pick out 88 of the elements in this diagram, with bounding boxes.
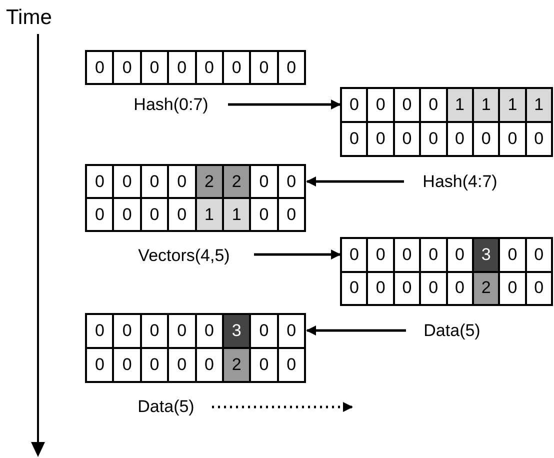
array-cell: 0 xyxy=(394,88,420,122)
array-cell: 0 xyxy=(367,272,394,305)
array-cell: 2 xyxy=(222,348,250,382)
array-cell: 0 xyxy=(196,314,223,348)
array-cell: 3 xyxy=(222,314,250,348)
array-cell: 0 xyxy=(250,51,278,84)
array-cell: 0 xyxy=(278,198,305,231)
array-cell: 0 xyxy=(341,272,368,305)
array-cell: 0 xyxy=(446,122,473,156)
array-cell: 0 xyxy=(196,348,223,382)
array-cell: 0 xyxy=(113,198,141,231)
array-cell: 0 xyxy=(499,122,526,156)
array-cell: 2 xyxy=(222,165,250,198)
array-cell: 0 xyxy=(140,165,168,198)
array-cell: 0 xyxy=(394,122,420,156)
array-cell: 0 xyxy=(420,88,446,122)
array-cell: 0 xyxy=(341,238,368,272)
array-cell: 0 xyxy=(113,314,141,348)
array-cell: 0 xyxy=(196,51,223,84)
array-cell: 0 xyxy=(472,122,500,156)
arrow xyxy=(228,100,341,110)
array-cell: 0 xyxy=(420,122,446,156)
array-cell: 0 xyxy=(341,88,368,122)
array-cell: 0 xyxy=(168,165,196,198)
array-cell: 0 xyxy=(86,165,114,198)
memory-array xyxy=(340,87,553,157)
array-cell: 0 xyxy=(140,51,168,84)
array-cell: 1 xyxy=(196,198,223,231)
array-cell: 0 xyxy=(140,348,168,382)
array-cell: 0 xyxy=(278,348,305,382)
array-cell: 0 xyxy=(250,198,278,231)
operation-label: Data(5) xyxy=(408,316,496,346)
array-cell: 0 xyxy=(446,272,473,305)
array-cell: 0 xyxy=(113,348,141,382)
array-cell: 0 xyxy=(446,238,473,272)
array-cell: 0 xyxy=(168,348,196,382)
operation-label: Data(5) xyxy=(124,392,208,422)
array-cell: 0 xyxy=(250,314,278,348)
array-cell: 0 xyxy=(222,51,250,84)
memory-array xyxy=(85,313,306,383)
axis-label: Time xyxy=(6,5,52,31)
array-cell: 0 xyxy=(367,122,394,156)
array-cell: 0 xyxy=(526,122,552,156)
array-cell: 0 xyxy=(86,198,114,231)
array-cell: 0 xyxy=(140,314,168,348)
array-cell: 0 xyxy=(278,51,305,84)
arrow xyxy=(306,326,406,336)
arrow xyxy=(306,176,404,186)
array-cell: 0 xyxy=(140,198,168,231)
arrow xyxy=(212,402,353,412)
array-cell: 1 xyxy=(222,198,250,231)
array-cell: 0 xyxy=(278,314,305,348)
memory-array xyxy=(85,164,306,232)
operation-label: Vectors(4,5) xyxy=(118,241,250,271)
array-cell: 0 xyxy=(394,272,420,305)
array-cell: 0 xyxy=(526,272,552,305)
array-cell: 1 xyxy=(446,88,473,122)
array-cell: 0 xyxy=(367,238,394,272)
array-cell: 0 xyxy=(168,314,196,348)
array-cell: 0 xyxy=(499,238,526,272)
array-cell: 1 xyxy=(526,88,552,122)
array-cell: 1 xyxy=(499,88,526,122)
array-cell: 0 xyxy=(86,51,114,84)
array-cell: 3 xyxy=(472,238,500,272)
array-cell: 0 xyxy=(278,165,305,198)
array-cell: 0 xyxy=(367,88,394,122)
array-cell: 1 xyxy=(472,88,500,122)
array-cell: 2 xyxy=(196,165,223,198)
array-cell: 2 xyxy=(472,272,500,305)
arrow xyxy=(254,250,341,260)
array-cell: 0 xyxy=(168,198,196,231)
array-cell: 0 xyxy=(168,51,196,84)
array-cell: 0 xyxy=(113,51,141,84)
array-cell: 0 xyxy=(499,272,526,305)
array-cell: 0 xyxy=(420,238,446,272)
memory-array xyxy=(340,237,553,306)
array-cell: 0 xyxy=(250,165,278,198)
array-cell: 0 xyxy=(113,165,141,198)
array-cell: 0 xyxy=(420,272,446,305)
operation-label: Hash(4:7) xyxy=(406,167,514,197)
operation-label: Hash(0:7) xyxy=(118,90,224,120)
array-cell: 0 xyxy=(86,314,114,348)
array-cell: 0 xyxy=(86,348,114,382)
array-cell: 0 xyxy=(526,238,552,272)
array-cell: 0 xyxy=(394,238,420,272)
array-cell: 0 xyxy=(341,122,368,156)
memory-array xyxy=(85,50,306,85)
array-cell: 0 xyxy=(250,348,278,382)
